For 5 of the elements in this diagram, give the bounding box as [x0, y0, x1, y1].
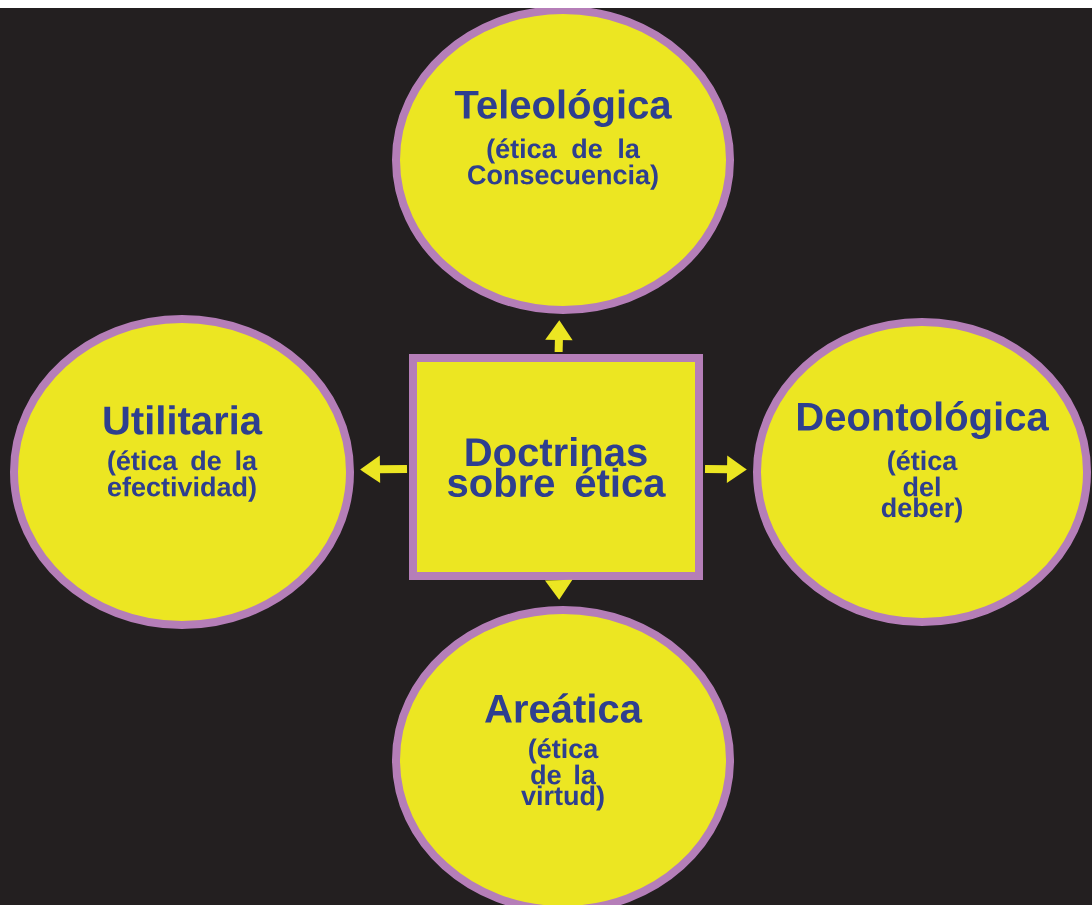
- ellipse-node: Teleológica (ética de la Consecuencia): [392, 8, 734, 314]
- ellipse-node: Utilitaria (ética de la efectividad): [10, 315, 354, 629]
- center-box: Doctrinas sobre ética: [409, 354, 703, 580]
- ellipse-node: Deontológica (ética del deber): [753, 318, 1091, 626]
- ellipse-node: Areática (ética de la virtud): [392, 606, 734, 905]
